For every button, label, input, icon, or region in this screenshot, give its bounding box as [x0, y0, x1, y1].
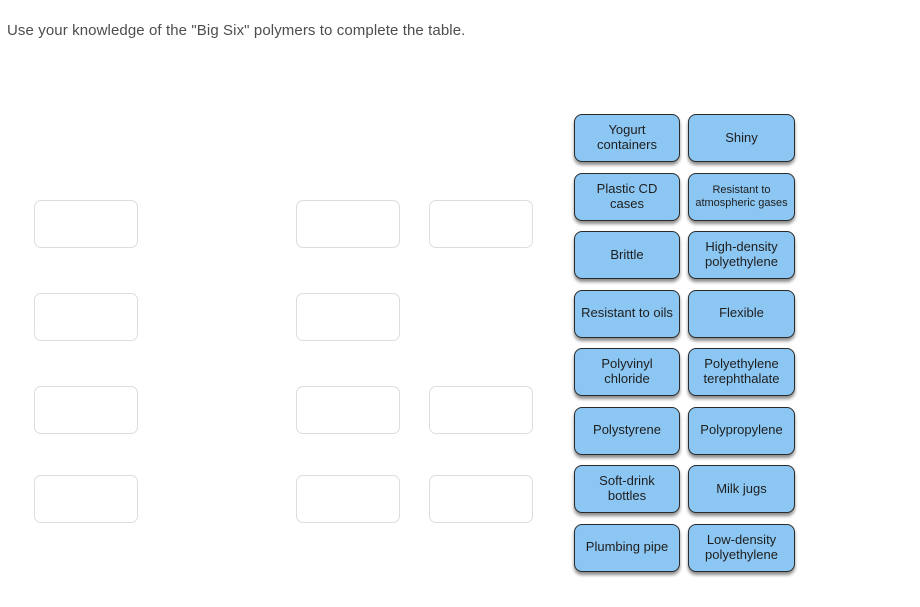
- drop-slot-r1c3[interactable]: [429, 200, 533, 248]
- tile-resistant-to-oils[interactable]: Resistant to oils: [574, 289, 680, 338]
- tile-polyethylene-terephthalate[interactable]: Polyethylene terephthalate: [688, 348, 795, 396]
- tile-polyvinyl-chloride[interactable]: Polyvinyl chloride: [574, 348, 680, 396]
- tile-brittle[interactable]: Brittle: [574, 231, 680, 279]
- tile-plastic-cd-cases[interactable]: Plastic CD cases: [574, 172, 680, 221]
- tile-resistant-to-atmospheric-gases[interactable]: Resistant to atmospheric gases: [688, 172, 795, 221]
- instruction-text: Use your knowledge of the "Big Six" poly…: [7, 22, 466, 39]
- drop-slot-r1c2[interactable]: [296, 200, 400, 248]
- tile-soft-drink-bottles[interactable]: Soft-drink bottles: [574, 465, 680, 513]
- drop-slot-r2c1[interactable]: [34, 293, 138, 341]
- drop-slot-r4c2[interactable]: [296, 475, 400, 523]
- tile-yogurt-containers[interactable]: Yogurt containers: [574, 114, 680, 162]
- drop-slot-r4c3[interactable]: [429, 475, 533, 523]
- tile-polystyrene[interactable]: Polystyrene: [574, 406, 680, 455]
- drop-slot-r1c1[interactable]: [34, 200, 138, 248]
- drop-slot-r3c3[interactable]: [429, 386, 533, 434]
- tile-high-density-polyethylene[interactable]: High-density polyethylene: [688, 231, 795, 279]
- drop-slot-r3c2[interactable]: [296, 386, 400, 434]
- drop-slot-r3c1[interactable]: [34, 386, 138, 434]
- drop-slot-r2c2[interactable]: [296, 293, 400, 341]
- drop-slot-r4c1[interactable]: [34, 475, 138, 523]
- tile-milk-jugs[interactable]: Milk jugs: [688, 465, 795, 513]
- answer-bank: Yogurt containers Shiny Plastic CD cases…: [574, 114, 795, 572]
- tile-shiny[interactable]: Shiny: [688, 114, 795, 162]
- tile-plumbing-pipe[interactable]: Plumbing pipe: [574, 523, 680, 572]
- tile-low-density-polyethylene[interactable]: Low-density polyethylene: [688, 523, 795, 572]
- tile-polypropylene[interactable]: Polypropylene: [688, 406, 795, 455]
- tile-flexible[interactable]: Flexible: [688, 289, 795, 338]
